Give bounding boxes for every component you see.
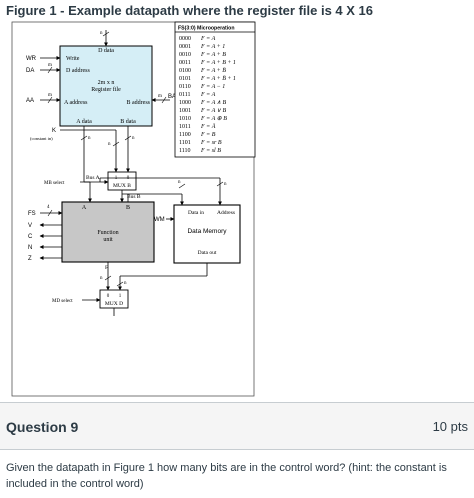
mux-d-in1: 1 bbox=[119, 294, 122, 299]
fs-code: 1101 bbox=[179, 140, 191, 146]
sig-n-top: n bbox=[100, 31, 103, 36]
fu-line2: unit bbox=[103, 237, 113, 243]
sig-m-da: m bbox=[48, 63, 52, 68]
fs-microop: F = A + B̄ + 1 bbox=[200, 75, 236, 82]
sig-v: V bbox=[28, 223, 32, 229]
dm-data-out: Data out bbox=[198, 250, 217, 256]
fs-code: 1000 bbox=[179, 100, 191, 106]
rf-a-data: A data bbox=[76, 119, 92, 125]
fs-code: 1100 bbox=[179, 132, 191, 138]
fs-code: 1110 bbox=[179, 148, 191, 154]
sig-four: 4 bbox=[47, 205, 50, 210]
fs-code: 0001 bbox=[179, 44, 191, 50]
sig-mb-select: MB select bbox=[44, 181, 65, 186]
sig-n-flag: N bbox=[28, 245, 32, 251]
fs-microop: F = Ā bbox=[200, 123, 216, 130]
rf-b-data: B data bbox=[120, 119, 136, 125]
fs-microop: F = A + 1 bbox=[200, 44, 225, 50]
fs-code: 0111 bbox=[179, 92, 191, 98]
diagram-border bbox=[11, 21, 255, 397]
datapath-diagram: D data Write D address 2m x n Register f… bbox=[11, 21, 256, 397]
sig-m-ba: m bbox=[158, 94, 162, 99]
fu-b: B bbox=[126, 205, 130, 211]
mux-b-in1: 1 bbox=[115, 176, 118, 181]
sig-n-dataout: n bbox=[124, 281, 127, 286]
sig-n-adata: n bbox=[88, 136, 91, 141]
sig-fs: FS bbox=[28, 211, 36, 217]
fs-code: 0011 bbox=[179, 60, 191, 66]
sig-z: Z bbox=[28, 256, 32, 262]
sig-n-bdata: n bbox=[132, 136, 135, 141]
dm-address: Address bbox=[217, 210, 235, 216]
mux-d-in0: 0 bbox=[107, 294, 110, 299]
fs-microop: F = A + B̄ bbox=[200, 67, 226, 74]
fs-code: 0110 bbox=[179, 84, 191, 90]
data-memory bbox=[173, 204, 241, 264]
fu-a: A bbox=[82, 205, 87, 211]
fs-code: 1001 bbox=[179, 108, 191, 114]
fs-code: 0000 bbox=[179, 36, 191, 42]
fs-microop: F = sl B bbox=[200, 148, 221, 154]
sig-k: K bbox=[52, 128, 56, 134]
rf-center-1: 2m x n bbox=[98, 80, 115, 86]
question-header: Question 9 10 pts bbox=[0, 402, 474, 450]
sig-n-k: n bbox=[108, 142, 111, 147]
fs-microop: F = A bbox=[200, 92, 216, 98]
rf-write: Write bbox=[66, 56, 80, 62]
fs-microop: F = A ∨ B bbox=[200, 108, 227, 114]
sig-c: C bbox=[28, 234, 33, 240]
dm-data-in: Data in bbox=[188, 210, 204, 216]
rf-d-address: D address bbox=[66, 68, 90, 74]
sig-ba: BA bbox=[168, 94, 176, 100]
fs-table-header: FS(3:0) Microoperation bbox=[178, 26, 235, 32]
fs-microop: F = A bbox=[200, 36, 216, 42]
sig-n-busb: n bbox=[178, 180, 181, 185]
rf-b-address: B address bbox=[127, 100, 151, 106]
fs-microop: F = A + B bbox=[200, 52, 226, 58]
function-unit bbox=[61, 201, 155, 263]
mux-b-label: MUX B bbox=[113, 183, 131, 189]
question-text: Given the datapath in Figure 1 how many … bbox=[6, 462, 447, 490]
fs-microop: F = A ∧ B bbox=[200, 100, 227, 106]
rf-center-2: Register file bbox=[91, 86, 121, 93]
question-points: 10 pts bbox=[432, 419, 468, 434]
figure-title: Figure 1 - Example datapath where the re… bbox=[6, 3, 374, 18]
sig-m-aa: m bbox=[48, 93, 52, 98]
fs-microop: F = A − 1 bbox=[200, 84, 225, 90]
bus-a-label: Bus A bbox=[86, 175, 100, 181]
sig-k-sub: (constant in) bbox=[30, 136, 53, 141]
dm-title: Data Memory bbox=[187, 228, 227, 235]
fs-microop: F = A ⊕ B bbox=[200, 116, 227, 122]
rf-a-address: A address bbox=[64, 100, 88, 106]
fs-code: 0101 bbox=[179, 76, 191, 82]
mux-b-in0: 0 bbox=[127, 176, 130, 181]
fs-code: 1010 bbox=[179, 116, 191, 122]
fs-microop: F = sr B bbox=[200, 140, 222, 146]
sig-md-select: MD select bbox=[52, 299, 73, 304]
sig-aa: AA bbox=[26, 98, 34, 104]
bus-b-label: Bus B bbox=[127, 194, 141, 200]
fs-code: 0100 bbox=[179, 68, 191, 74]
sig-f: F bbox=[105, 265, 108, 271]
register-file bbox=[59, 45, 153, 127]
rf-d-data: D data bbox=[98, 48, 114, 54]
fu-line1: Function bbox=[97, 230, 118, 236]
sig-wr: WR bbox=[26, 56, 37, 62]
fs-microop: F = B bbox=[200, 132, 216, 138]
mux-d-label: MUX D bbox=[105, 301, 123, 307]
fs-microop: F = A + B + 1 bbox=[200, 60, 236, 66]
question-title: Question 9 bbox=[6, 419, 79, 435]
sig-wm: WM bbox=[154, 217, 165, 223]
sig-n-addr: n bbox=[224, 182, 227, 187]
sig-da: DA bbox=[26, 68, 34, 74]
fs-code: 1011 bbox=[179, 124, 191, 130]
fs-code: 0010 bbox=[179, 52, 191, 58]
sig-n-f: n bbox=[100, 276, 103, 281]
fs-table bbox=[174, 21, 256, 158]
